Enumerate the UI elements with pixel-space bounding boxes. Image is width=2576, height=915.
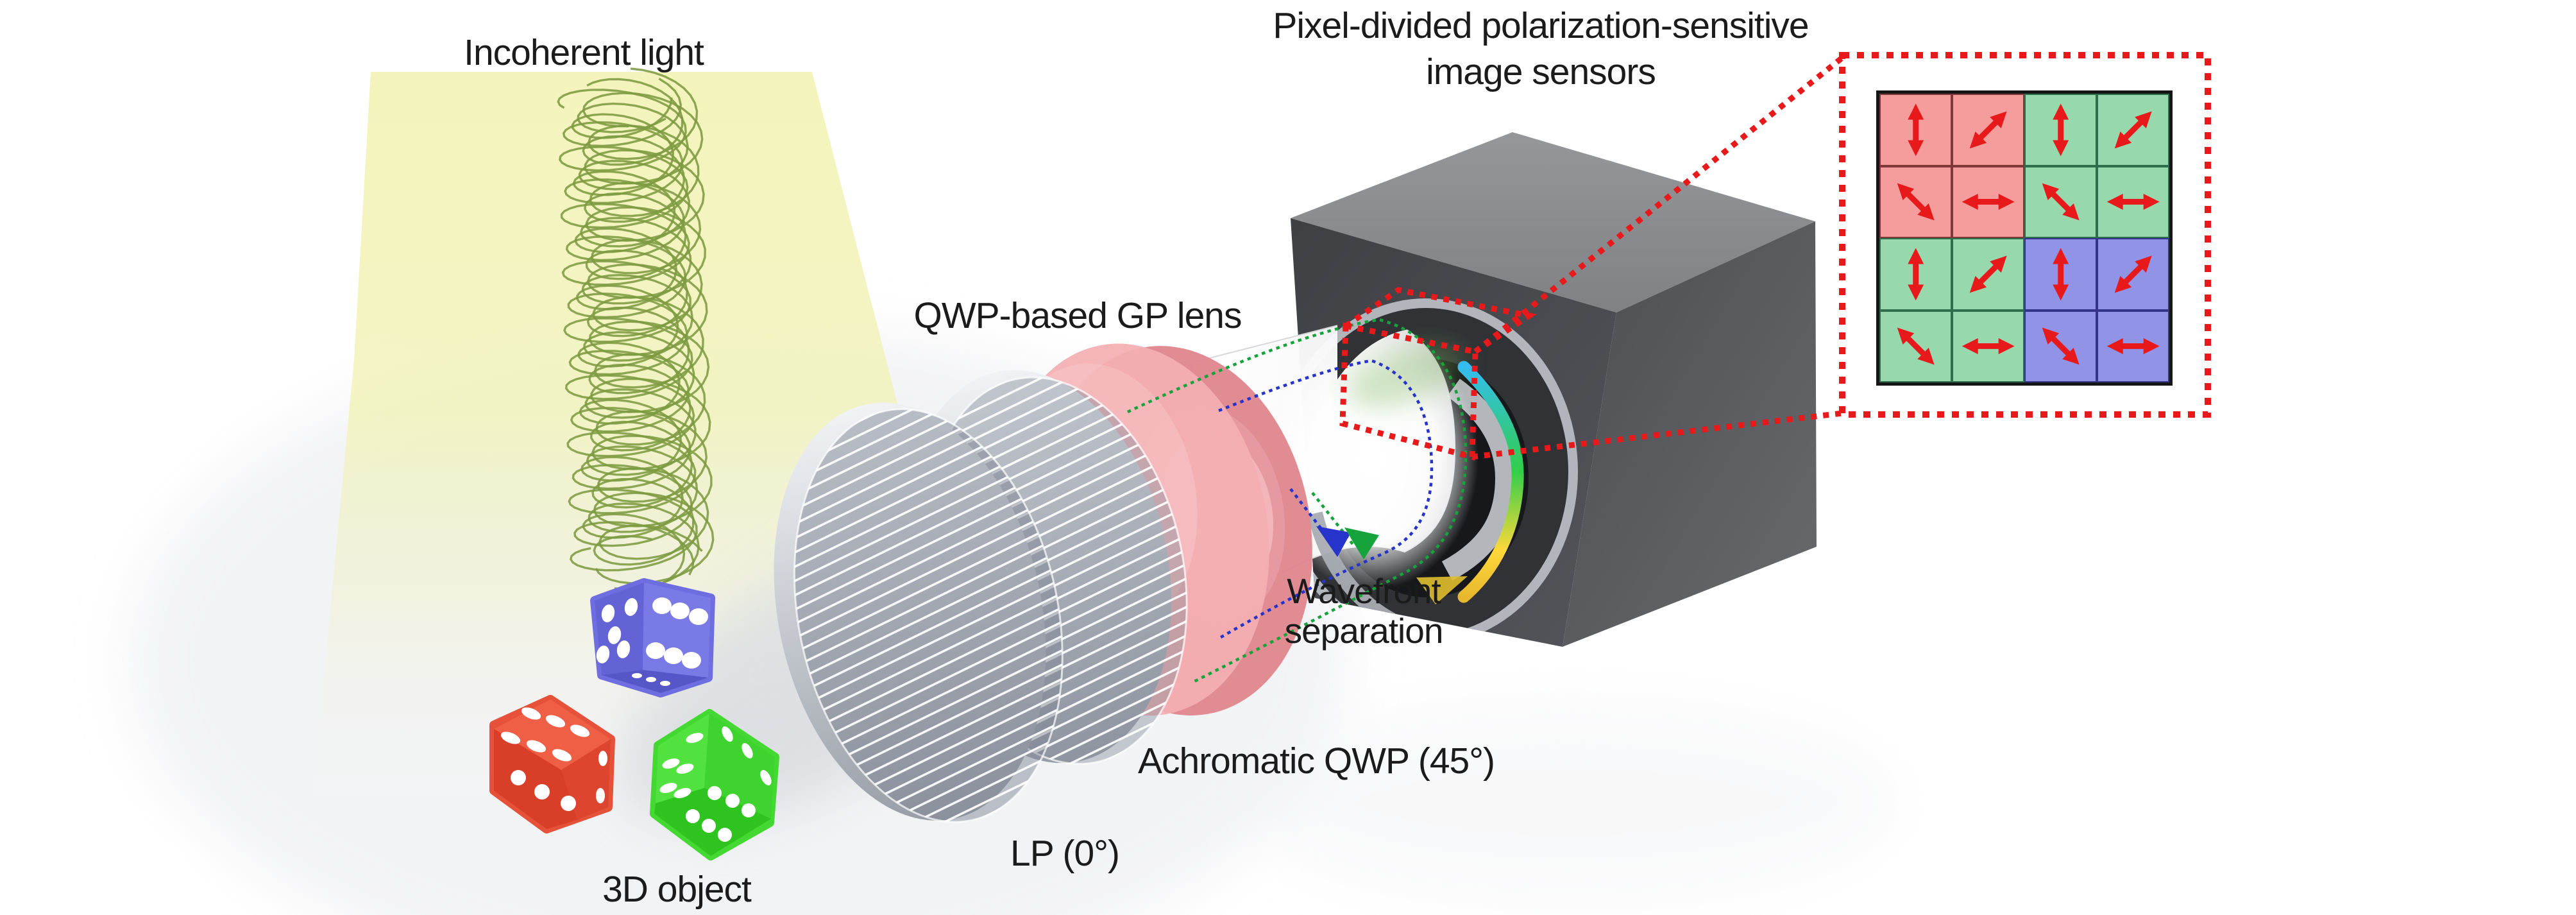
pixel-cell-blue-d135 <box>2024 310 2097 382</box>
polarization-arrow-icon <box>1962 194 2015 210</box>
polarization-arrow-icon <box>1962 338 2015 355</box>
pixel-cell-green-h <box>2097 166 2169 238</box>
incoherent-light-label: Incoherent light <box>464 32 704 73</box>
wavefront-arrow-blue <box>1316 526 1351 557</box>
pixel-cell-blue-d45 <box>2097 238 2169 311</box>
polarization-arrow-icon <box>2042 327 2080 365</box>
pixel-cell-pink-d135 <box>1879 166 1952 238</box>
polarization-arrow-icon <box>2042 183 2080 221</box>
object-3d-label: 3D object <box>602 869 752 910</box>
die-red-pips <box>500 707 607 811</box>
inset-dotted-border <box>1839 52 2211 418</box>
wavefront-line2: separation <box>1284 611 1444 651</box>
pixel-cell-green-v <box>2024 94 2097 166</box>
wave-strand <box>577 102 700 590</box>
sensor-title-label: Pixel-divided polarization-sensitive ima… <box>1273 3 1809 95</box>
callout-line-upper <box>1473 55 1844 354</box>
polarization-arrow-icon <box>2053 103 2069 157</box>
wavefront-separation-label: Wavefront separation <box>1284 571 1444 651</box>
polarization-arrow-icon <box>1969 255 2007 293</box>
pixel-cell-green-h <box>1952 310 2024 382</box>
wave-strand <box>557 89 698 572</box>
pixel-cell-pink-v <box>1879 94 1952 166</box>
die-blue-pips <box>596 597 708 686</box>
die-red <box>489 695 615 834</box>
polarization-arrow-icon <box>1969 111 2007 149</box>
die-blue <box>590 578 715 697</box>
wavefront-line1: Wavefront <box>1287 571 1441 611</box>
pixel-grid <box>1876 90 2173 386</box>
sensor-wavelength-crescent <box>1457 361 1524 603</box>
achromatic-qwp-label: Achromatic QWP (45°) <box>1137 740 1495 782</box>
pixel-cell-pink-d45 <box>1952 94 2024 166</box>
polarization-arrow-icon <box>2053 248 2069 301</box>
die-green-pips <box>659 726 772 842</box>
pixel-cell-blue-h <box>2097 310 2169 382</box>
polarization-arrow-icon <box>1897 327 1935 365</box>
die-green <box>650 709 779 860</box>
pixel-cell-pink-h <box>1952 166 2024 238</box>
pixel-cell-green-d45 <box>2097 94 2169 166</box>
pixel-cell-green-d135 <box>2024 166 2097 238</box>
wave-strand <box>562 78 695 576</box>
callout-line-lower <box>1471 410 1843 460</box>
polarization-arrow-icon <box>2114 111 2152 149</box>
camera-side-face <box>1563 221 1817 647</box>
pixel-cell-green-d45 <box>1952 238 2024 311</box>
polarization-arrow-icon <box>1908 248 1924 301</box>
pixel-cell-blue-v <box>2024 238 2097 311</box>
gp-lens-label: QWP-based GP lens <box>913 295 1242 336</box>
polarization-arrow-icon <box>2114 255 2152 293</box>
polarization-arrow-icon <box>2106 338 2160 355</box>
lp-label: LP (0°) <box>1010 833 1120 874</box>
incoherent-wave-bundle <box>557 67 715 590</box>
pixel-cell-green-v <box>1879 238 1952 311</box>
lp-disc <box>774 402 1063 823</box>
wavefront-arrow-green <box>1344 527 1379 560</box>
polarization-arrow-icon <box>1908 103 1924 157</box>
focal-plane-callout <box>1339 55 1844 461</box>
camera-top-face <box>1291 132 1815 312</box>
wave-strand <box>582 78 695 566</box>
polarization-arrow-icon <box>1897 183 1935 221</box>
polarization-arrow-icon <box>2106 194 2160 210</box>
sensor-title-line1: Pixel-divided polarization-sensitive <box>1273 5 1809 46</box>
wave-strand <box>588 67 709 560</box>
sensor-title-line2: image sensors <box>1426 51 1656 92</box>
pixel-cell-green-d135 <box>1879 310 1952 382</box>
